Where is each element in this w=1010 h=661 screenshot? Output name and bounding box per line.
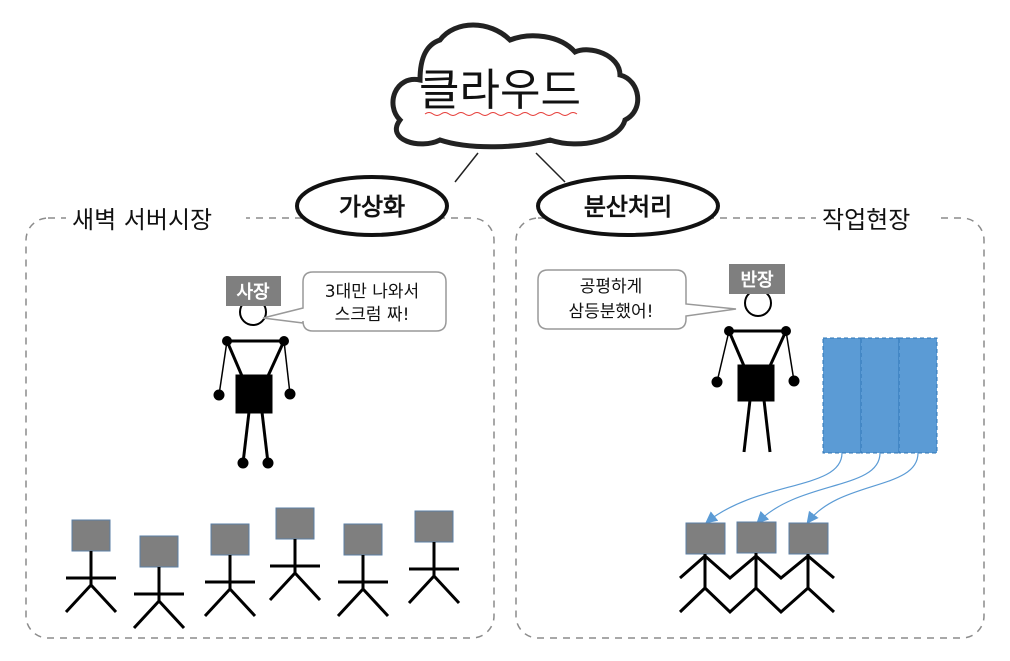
foreman-speech-line-2: 삼등분했어! [568, 302, 653, 322]
boss-speech-line-1: 3대만 나와서 [325, 282, 419, 302]
foreman-speech-bubble [537, 269, 737, 330]
boss-badge [226, 276, 281, 306]
right-panel-border [515, 217, 985, 639]
task-blocks [822, 337, 938, 454]
task-arrow [705, 452, 843, 524]
task-block [860, 337, 900, 454]
connector-line [535, 152, 566, 183]
virtualization-ellipse [295, 175, 449, 237]
task-block [822, 337, 862, 454]
task-block [898, 337, 938, 454]
boss-figure [213, 298, 296, 469]
left-worker [336, 523, 390, 618]
virtualization-label: 가상화 [339, 193, 405, 221]
right-panel-title: 작업현장 [822, 206, 910, 234]
right-worker [788, 522, 829, 555]
foreman-badge-label: 반장 [740, 270, 774, 291]
boss-speech-bubble [262, 271, 447, 332]
left-panel-title: 새벽 서버시장 [72, 206, 212, 234]
scrum-body-lines [678, 553, 836, 615]
foreman-speech-line-1: 공평하게 [580, 277, 643, 297]
right-worker [736, 521, 777, 554]
left-panel-border [25, 217, 495, 639]
task-arrow [756, 452, 881, 524]
boss-badge-label: 사장 [236, 282, 270, 303]
left-worker [203, 523, 257, 618]
boss-speech-line-2: 스크럼 짜! [335, 305, 410, 325]
right-panel-title-bg [816, 200, 936, 236]
foreman-badge [729, 264, 785, 294]
left-worker [407, 510, 461, 605]
spellcheck-underline [424, 112, 578, 116]
left-worker [268, 507, 322, 602]
connector-line [454, 152, 479, 183]
left-worker [132, 535, 186, 630]
cloud-label: 클라우드 [419, 65, 581, 116]
left-panel-title-bg [66, 200, 246, 236]
left-worker [64, 519, 118, 614]
right-worker [685, 522, 726, 555]
distributed-label: 분산처리 [584, 193, 672, 221]
foreman-figure [711, 289, 800, 453]
distributed-ellipse [536, 175, 720, 237]
task-arrow [806, 452, 919, 524]
cloud-icon [390, 22, 641, 150]
